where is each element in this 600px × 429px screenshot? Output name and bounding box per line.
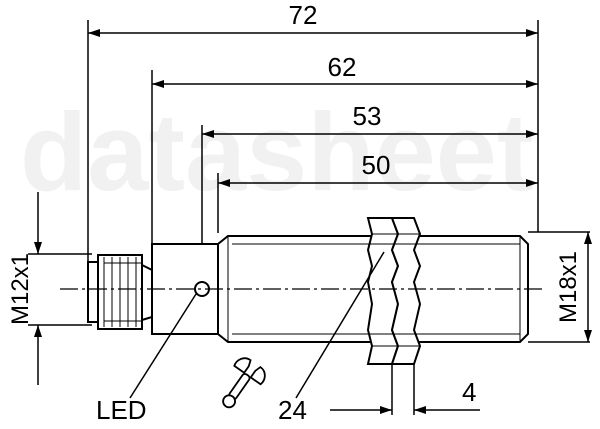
- svg-text:datasheet: datasheet: [20, 91, 534, 214]
- connector-plug: [87, 261, 99, 323]
- m12-thread-label: M12x1: [7, 253, 34, 325]
- dimension-lines: [34, 29, 592, 414]
- leader-lines: [129, 251, 385, 399]
- wrench-icon: [222, 357, 266, 409]
- nut-right: [390, 217, 422, 365]
- dimension-50-label: 50: [362, 150, 391, 180]
- wrench-size-label: 24: [278, 395, 307, 425]
- extension-lines: [28, 20, 590, 415]
- led-label: LED: [96, 395, 147, 425]
- dimension-62-label: 62: [328, 52, 357, 82]
- dimension-72-label: 72: [289, 0, 318, 30]
- dimension-53-label: 53: [353, 101, 382, 131]
- nut-thickness-label: 4: [462, 377, 476, 407]
- sensor-body: [87, 217, 529, 365]
- m18-thread-label: M18x1: [555, 251, 582, 323]
